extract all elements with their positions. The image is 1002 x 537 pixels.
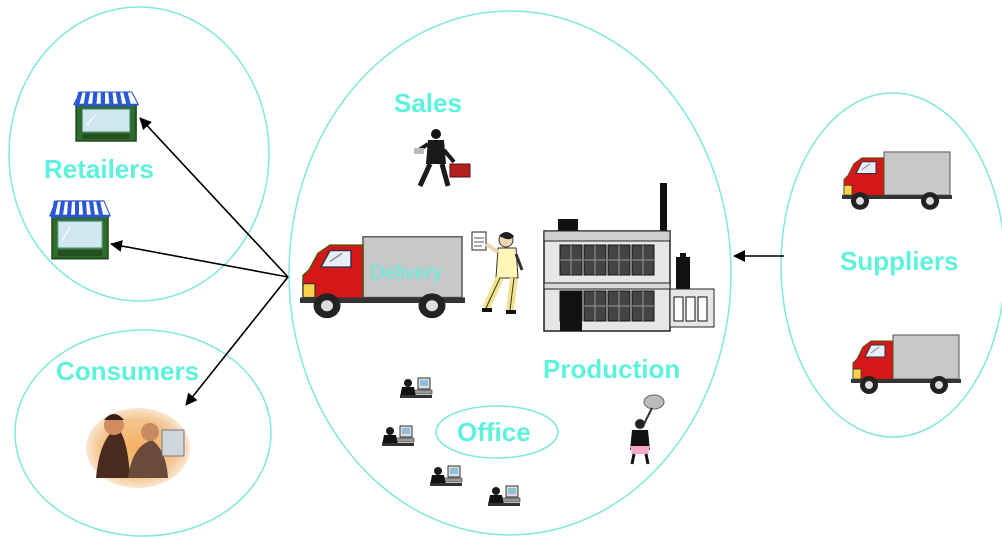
businessman-icon	[414, 129, 471, 188]
computer-worker-icon	[381, 425, 415, 447]
retailers-ring	[8, 6, 270, 302]
company-ring	[288, 10, 732, 536]
factory-icon	[543, 183, 715, 332]
arrow-to-retailer-bottom	[110, 240, 289, 278]
consumers-ring	[14, 329, 272, 537]
consumers-photo-icon	[86, 408, 190, 488]
store-icon	[74, 92, 138, 141]
computer-worker-icon	[487, 485, 521, 507]
office-label: Office	[457, 417, 531, 447]
arrow-to-consumers	[185, 276, 289, 406]
consumers-label: Consumers	[56, 356, 199, 386]
suppliers-label: Suppliers	[840, 246, 958, 276]
flow-arrows	[110, 117, 784, 406]
cleaner-icon	[630, 394, 665, 465]
delivery-label: Delivery	[370, 262, 442, 284]
delivery-truck-icon	[841, 151, 953, 211]
computer-worker-icon	[399, 377, 433, 399]
production-label: Production	[543, 354, 680, 384]
sales-label: Sales	[394, 88, 462, 118]
store-icon	[50, 201, 110, 259]
office-ring	[435, 405, 559, 459]
retailers-label: Retailers	[44, 154, 154, 184]
delivery-truck-icon	[850, 334, 962, 395]
clipboard-worker-icon	[471, 231, 524, 314]
arrow-to-retailer-top	[139, 117, 289, 278]
suppliers-ring	[780, 92, 1002, 438]
computer-worker-icon	[429, 465, 463, 487]
